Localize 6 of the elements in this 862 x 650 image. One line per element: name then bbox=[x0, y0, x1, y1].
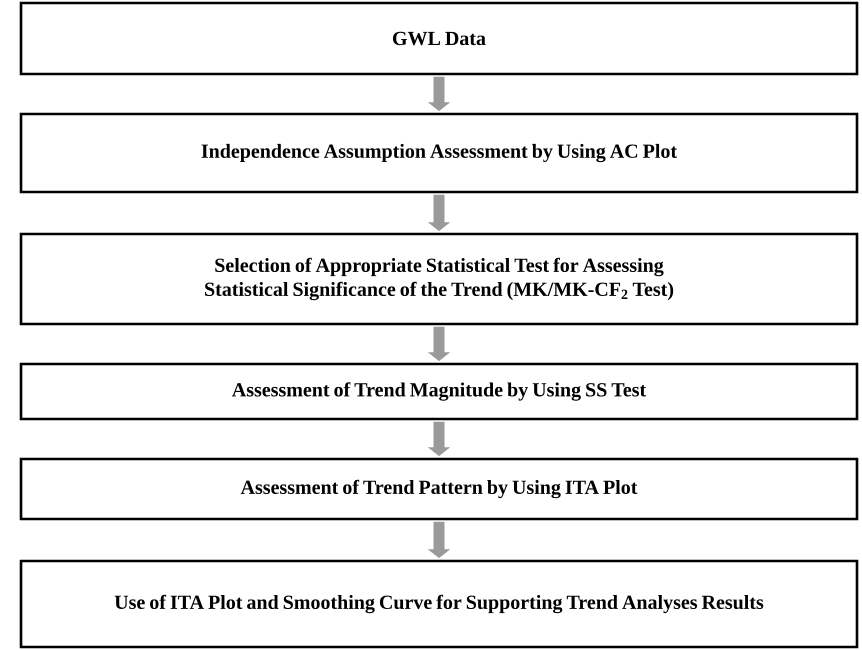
process-box: Assessment of Trend Pattern by Using ITA Plot bbox=[20, 458, 858, 520]
process-box: Selection of Appropriate Statistical Test for Assessing Statistical Significance of the Trend (MK/MK-CF$_{2}$ Test) bbox=[20, 232, 858, 326]
process-box: Use of ITA Plot and Smoothing Curve for Supporting Trend Analyses Results bbox=[20, 560, 858, 648]
process-box: Assessment of Trend Magnitude by Using SS Test bbox=[20, 362, 858, 420]
process-box: GWL Data bbox=[20, 2, 858, 76]
process-box: Independence Assumption Assessment by Using AC Plot bbox=[20, 112, 858, 194]
